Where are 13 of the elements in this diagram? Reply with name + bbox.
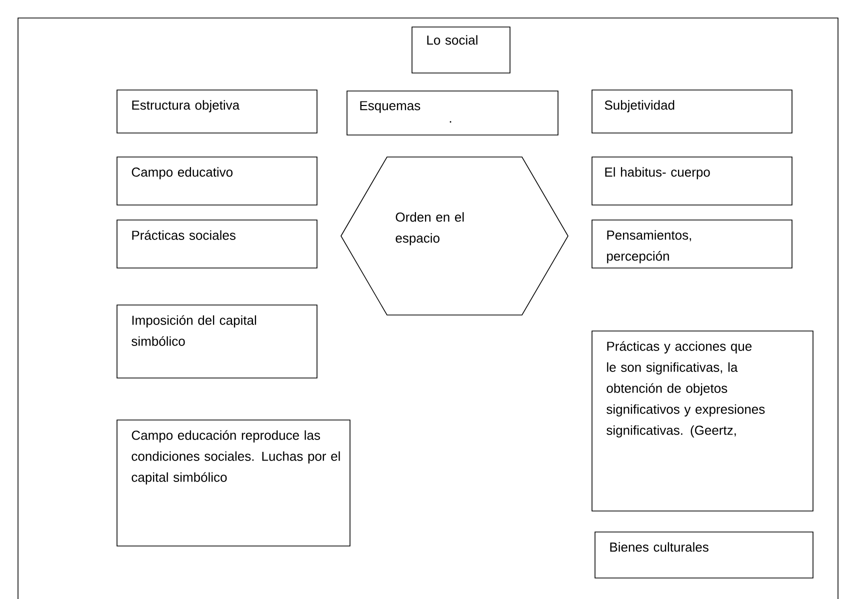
text-box: Estructura objetiva — [116, 90, 318, 134]
text-box: Subjetividad — [592, 90, 792, 134]
hexagon: Orden en el espacio — [340, 156, 568, 316]
text-box: El habitus- cuerpo — [592, 156, 792, 206]
text-box: Imposición del capital simbólico — [116, 304, 318, 378]
text-box: Campo educativo — [116, 156, 318, 206]
text-box: Pensamientos, percepción — [592, 220, 792, 268]
text-box: Lo social — [412, 26, 510, 74]
text-box: Bienes culturales — [594, 532, 814, 578]
text-box: Esquemas . — [346, 90, 558, 136]
text-box: Prácticas sociales — [116, 220, 318, 268]
text-box: Prácticas y acciones que le son significativas, la obtención de objetos significativos y expresiones significativas. (Geertz, — [592, 330, 814, 512]
text-box: Campo educación reproduce las condiciones sociales. Luchas por el capital simbólico — [116, 420, 350, 546]
